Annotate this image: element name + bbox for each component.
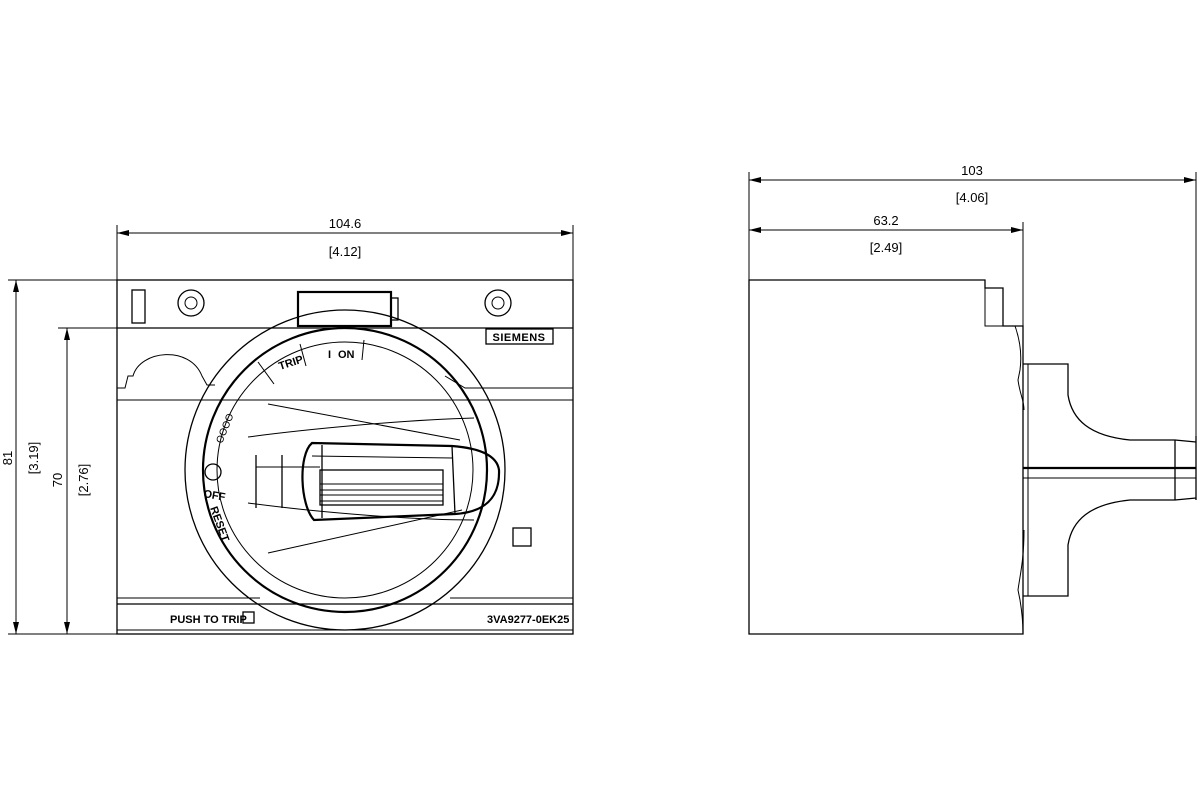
side-body-dimension: 63.2 [2.49] (749, 213, 1024, 326)
front-height2-inch: [2.76] (76, 464, 91, 497)
top-features (131, 289, 512, 328)
on-label: ON (338, 349, 355, 361)
push-to-trip-label: PUSH TO TRIP (170, 614, 247, 626)
side-body-inch: [2.49] (870, 240, 903, 255)
side-total-dimension: 103 [4.06] (748, 163, 1197, 436)
slot-left (131, 289, 146, 324)
front-view: 104.6 [4.12] 81 [3.19] 70 [2.76] (0, 216, 574, 635)
front-height2-value: 70 (50, 473, 65, 487)
brand-badge: SIEMENS (485, 328, 554, 345)
trip-label: TRIP (277, 354, 305, 373)
front-height2-dimension: 70 [2.76] (50, 327, 117, 634)
side-view: 103 [4.06] 63.2 [2.49] (748, 163, 1197, 635)
indicator-window (296, 290, 393, 328)
indicator-square (512, 527, 532, 547)
side-body (748, 279, 1025, 635)
front-height-value: 81 (0, 451, 15, 465)
reset-label: RESET (207, 505, 231, 544)
side-handle-profile (1023, 363, 1197, 597)
front-height-inch: [3.19] (26, 442, 41, 475)
on-symbol: I (328, 349, 331, 361)
handle-lever (247, 403, 501, 554)
screw-left (177, 289, 205, 317)
side-total-inch: [4.06] (956, 190, 989, 205)
part-number: 3VA9277-0EK25 (487, 614, 569, 626)
front-height-dimension: 81 [3.19] (0, 279, 117, 635)
side-total-value: 103 (961, 163, 983, 178)
front-width-dimension: 104.6 [4.12] (116, 216, 574, 328)
front-width-value: 104.6 (329, 216, 362, 231)
side-body-value: 63.2 (873, 213, 898, 228)
off-symbol (204, 463, 222, 481)
front-width-inch: [4.12] (329, 244, 362, 259)
lock-label: OOOO (215, 412, 237, 445)
screw-right (484, 289, 512, 317)
brand-text: SIEMENS (492, 332, 545, 344)
push-to-trip-button (242, 611, 255, 624)
bottom-labels: PUSH TO TRIP 3VA9277-0EK25 (170, 611, 569, 626)
off-label: OFF (202, 488, 226, 504)
